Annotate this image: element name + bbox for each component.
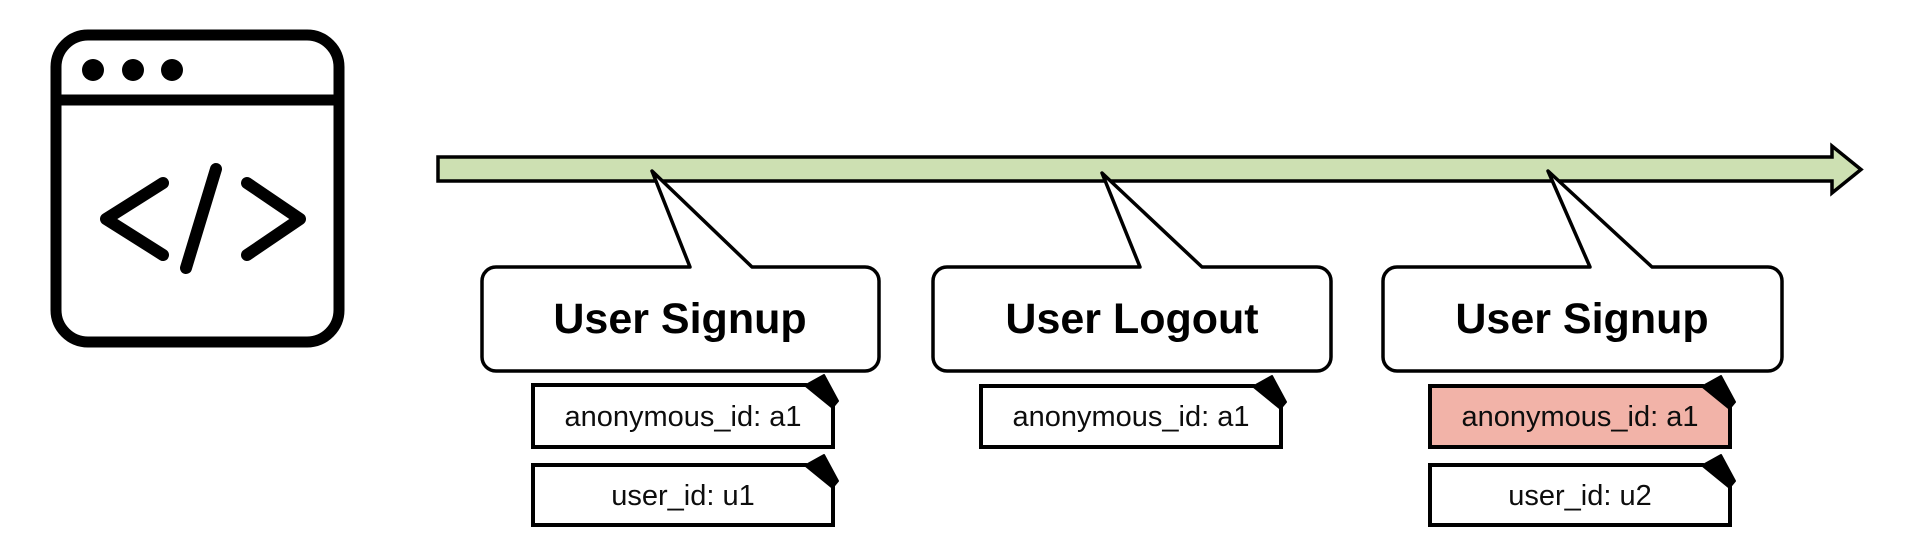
event-title: User Logout: [1005, 295, 1258, 343]
event-callout-shape: [480, 169, 881, 373]
event-title: User Signup: [553, 295, 806, 343]
timeline-arrow: [436, 142, 1864, 197]
code-slash-icon: [180, 163, 222, 274]
note-folded-corner-icon: [805, 454, 839, 488]
window-dot-icon: [82, 59, 104, 81]
note-folded-corner-icon: [1253, 375, 1287, 409]
note-anonymous-id: anonymous_id: a1: [531, 374, 839, 449]
note-text: user_id: u2: [1508, 480, 1652, 512]
browser-window-dots-icon: [82, 59, 183, 81]
note-user-id: user_id: u2: [1428, 454, 1736, 527]
event-group-1: User Signup anonymous_id: a1 user_id: u1: [480, 169, 881, 527]
note-folded-corner-icon: [1702, 375, 1736, 409]
note-folded-corner-icon: [1702, 454, 1736, 488]
code-left-chevron-icon: [100, 177, 169, 261]
timeline-arrow-shape: [436, 142, 1864, 197]
event-callout-shape: [1381, 169, 1784, 373]
window-dot-icon: [122, 59, 144, 81]
note-text: anonymous_id: a1: [1462, 401, 1699, 433]
note-anonymous-id: anonymous_id: a1: [979, 375, 1287, 449]
note-text: user_id: u1: [611, 480, 755, 512]
event-group-3: User Signup anonymous_id: a1 user_id: u2: [1381, 169, 1784, 527]
event-title: User Signup: [1455, 295, 1708, 343]
code-right-chevron-icon: [241, 177, 306, 261]
note-user-id: user_id: u1: [531, 454, 839, 527]
code-glyph-icon: [100, 163, 306, 274]
window-dot-icon: [161, 59, 183, 81]
event-callout-shape: [931, 171, 1333, 373]
browser-window-frame: [50, 29, 345, 348]
note-folded-corner-icon: [805, 374, 839, 408]
browser-window-code-icon: [50, 29, 345, 348]
note-text: anonymous_id: a1: [565, 401, 802, 433]
note-text: anonymous_id: a1: [1013, 401, 1250, 433]
event-group-2: User Logout anonymous_id: a1: [931, 171, 1333, 449]
note-anonymous-id-highlighted: anonymous_id: a1: [1428, 375, 1736, 449]
